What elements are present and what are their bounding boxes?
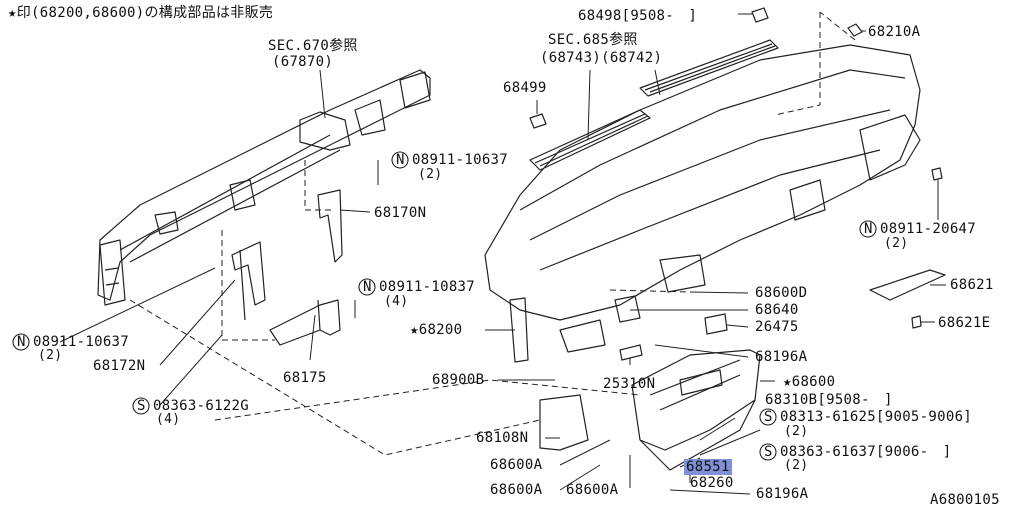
bracket-68170N-drawing — [317, 189, 343, 263]
screw-68621E-drawing — [911, 315, 922, 329]
part-68108N[interactable]: 68108N — [476, 430, 529, 446]
part-08363-6122G[interactable]: 08363-6122G — [153, 398, 250, 414]
part-08911-20647[interactable]: 08911-20647 — [880, 221, 977, 237]
part-08911-10637-left[interactable]: 08911-10637 — [33, 334, 130, 350]
part-68200[interactable]: ★68200 — [410, 322, 463, 338]
cap-68498-drawing — [751, 7, 769, 23]
part-68600[interactable]: ★68600 — [783, 374, 836, 390]
bolt-68210A-drawing — [847, 23, 863, 37]
part-68260[interactable]: 68260 — [690, 475, 734, 491]
part-68196A-bottom[interactable]: 68196A — [756, 486, 809, 502]
header-note: ★印(68200,68600)の構成部品は非販売 — [8, 5, 274, 21]
part-68551-highlighted[interactable]: 68551 — [684, 459, 732, 475]
part-68170N[interactable]: 68170N — [374, 205, 427, 221]
part-68175[interactable]: 68175 — [283, 370, 327, 386]
part-68600A-3[interactable]: 68600A — [566, 482, 619, 498]
sec685-label[interactable]: SEC.685参照 — [548, 32, 638, 48]
sec670-ref[interactable]: (67870) — [272, 54, 334, 70]
part-08911-10637-top-qty: (2) — [418, 167, 443, 182]
symbol-circles — [12, 151, 877, 461]
cover-68108N-drawing — [539, 394, 589, 451]
screw-symbol: S — [764, 444, 773, 460]
part-26475[interactable]: 26475 — [755, 319, 799, 335]
steering-member-drawing — [97, 69, 431, 306]
bracket-68621-drawing — [869, 269, 946, 301]
nut-symbol: N — [396, 152, 405, 168]
part-68600A-1[interactable]: 68600A — [490, 457, 543, 473]
sec685-ref[interactable]: (68743)(68742) — [540, 50, 663, 66]
clip-68499-drawing — [529, 113, 547, 129]
part-68621[interactable]: 68621 — [950, 277, 994, 293]
defroster-grille-drawing — [529, 39, 779, 171]
figure-code: A6800105 — [930, 492, 1000, 508]
part-68210A[interactable]: 68210A — [868, 24, 921, 40]
nut-symbol: N — [363, 279, 372, 295]
part-68498[interactable]: 68498[9508- ] — [578, 8, 698, 24]
nut-symbol: N — [17, 334, 26, 350]
part-08313-61625-qty: (2) — [784, 424, 809, 439]
part-68640[interactable]: 68640 — [755, 302, 799, 318]
sec670-label[interactable]: SEC.670参照 — [268, 38, 358, 54]
glove-box-drawing — [631, 349, 761, 471]
part-68310B[interactable]: 68310B[9508- ] — [765, 392, 893, 408]
part-08911-10637-top[interactable]: 08911-10637 — [412, 152, 509, 168]
part-08363-61637[interactable]: 08363-61637[9006- ] — [780, 444, 952, 460]
bulb-25310N-drawing — [619, 344, 643, 361]
nut-right-drawing — [931, 167, 943, 181]
part-68900B[interactable]: 68900B — [432, 372, 485, 388]
part-68600A-2[interactable]: 68600A — [490, 482, 543, 498]
part-08313-61625[interactable]: 08313-61625[9005-9006] — [780, 409, 973, 425]
part-25310N[interactable]: 25310N — [603, 376, 656, 392]
instrument-panel-drawing — [484, 44, 921, 363]
part-68621E[interactable]: 68621E — [938, 315, 991, 331]
part-08363-61637-qty: (2) — [784, 458, 809, 473]
bracket-68172N-drawing — [231, 241, 266, 321]
part-08363-6122G-qty: (4) — [156, 412, 181, 427]
nut-symbol: N — [864, 221, 873, 237]
switch-26475-drawing — [704, 313, 728, 335]
dashed-reference-lines — [129, 11, 856, 456]
part-68499[interactable]: 68499 — [503, 80, 547, 96]
screw-symbol: S — [764, 409, 773, 425]
part-68551[interactable]: 68551 — [684, 459, 732, 475]
part-68600D[interactable]: 68600D — [755, 285, 808, 301]
part-08911-20647-qty: (2) — [884, 236, 909, 251]
part-68196A-top[interactable]: 68196A — [755, 349, 808, 365]
part-08911-10837-qty: (4) — [384, 294, 409, 309]
bracket-68175-drawing — [269, 299, 341, 346]
part-08911-10637-left-qty: (2) — [38, 348, 63, 363]
part-08911-10837[interactable]: 08911-10837 — [379, 279, 476, 295]
part-68172N[interactable]: 68172N — [93, 358, 146, 374]
screw-symbol: S — [137, 398, 146, 414]
